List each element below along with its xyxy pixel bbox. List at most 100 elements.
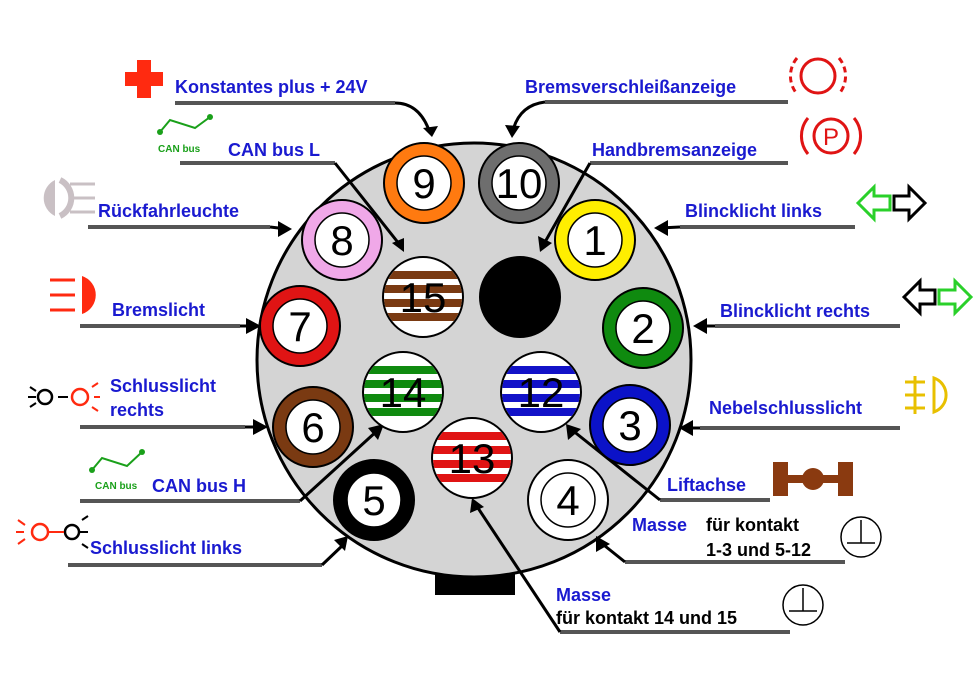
pin-3: 3: [589, 384, 671, 466]
brake-wear-icon: [789, 57, 847, 95]
pin-12-stripe: [502, 408, 580, 416]
ground-icon-1: [840, 516, 882, 558]
label-schlusslicht-rechts-line2: rechts: [110, 400, 164, 420]
pin-13-stripe: [433, 432, 511, 440]
tail-light-left-icon: [16, 515, 89, 549]
pin-11-number: 11: [498, 274, 542, 321]
pin-6: 6: [272, 386, 354, 468]
pin-12: 12: [500, 351, 582, 433]
pin-12-number: 12: [518, 369, 565, 416]
pin-3-number: 3: [618, 402, 641, 449]
handbrake-icon: [800, 117, 862, 155]
pin-14-stripe: [364, 394, 442, 402]
tail-light-right-icon: [28, 382, 100, 412]
can-bus-h-small-text: CAN bus: [95, 481, 138, 492]
brake-light-icon: [50, 276, 96, 314]
label-rueckfahrleuchte: Rückfahrleuchte: [98, 201, 239, 221]
pin-12-stripe: [502, 380, 580, 388]
label-masse-2-detail: für kontakt 14 und 15: [556, 608, 737, 628]
label-masse-2: Masse: [556, 585, 611, 605]
pin-4-inner: [540, 472, 596, 528]
can-bus-h-icon: [89, 449, 145, 473]
pin-15-stripe: [384, 299, 462, 307]
pin-4-number: 4: [556, 477, 579, 524]
label-bremslicht: Bremslicht: [112, 300, 205, 320]
pin-2: 2: [602, 287, 684, 369]
pin-6-inner: [285, 399, 341, 455]
label-handbremse: Handbremsanzeige: [592, 140, 757, 160]
pin-14-stripe: [364, 380, 442, 388]
label-konstantes-plus: Konstantes plus + 24V: [175, 77, 368, 97]
fog-light-icon: [905, 375, 948, 415]
pin-12-stripe: [502, 394, 580, 402]
label-schlusslicht-rechts-line1: Schlusslicht: [110, 376, 216, 396]
reverse-light-icon: [43, 177, 95, 219]
turn-left-icon: [855, 183, 928, 223]
label-masse-1-detail-a: für kontakt: [706, 515, 799, 535]
pin-9-number: 9: [412, 160, 435, 207]
pin-5-number: 5: [362, 477, 385, 524]
pin-10: 10: [478, 142, 560, 224]
pin-8-number: 8: [330, 217, 353, 264]
pin-5: 5: [333, 459, 415, 541]
label-masse-1-detail-b: 1-3 und 5-12: [706, 540, 811, 560]
pin-13-number: 13: [449, 435, 496, 482]
pin-13-stripe: [433, 460, 511, 468]
pin-1: 1: [554, 199, 636, 281]
pin-15: 15: [382, 256, 464, 338]
handbrake-p-letter: P: [823, 124, 839, 151]
pin-9-inner: [396, 155, 452, 211]
pin-8: 8: [301, 199, 383, 281]
pin-14-stripe: [364, 408, 442, 416]
pin-12-stripe: [502, 366, 580, 374]
pin-13-stripe: [433, 446, 511, 454]
pin-4: 4: [527, 459, 609, 541]
can-bus-l-small-text: CAN bus: [158, 144, 201, 155]
pin-15-stripe: [384, 285, 462, 293]
pin-14: 14: [362, 351, 444, 433]
pin-8-inner: [314, 212, 370, 268]
label-masse-1: Masse: [632, 515, 687, 535]
pin-3-inner: [602, 397, 658, 453]
pin-5-inner: [346, 472, 402, 528]
pin-13-stripe: [433, 474, 511, 482]
pin-11-stripe: [481, 285, 559, 293]
pin-9: 9: [383, 142, 465, 224]
label-schlusslicht-links: Schlusslicht links: [90, 538, 242, 558]
label-bremsverschleiss: Bremsverschleißanzeige: [525, 77, 736, 97]
pin-14-stripe: [364, 366, 442, 374]
pin-15-stripe: [384, 271, 462, 279]
label-can-bus-h: CAN bus H: [152, 476, 246, 496]
pin-1-number: 1: [583, 217, 606, 264]
pin-11-stripe: [481, 271, 559, 279]
pin-10-number: 10: [496, 160, 543, 207]
label-can-bus-l: CAN bus L: [228, 140, 320, 160]
pin-7-number: 7: [288, 303, 311, 350]
connector-lines: [68, 100, 900, 634]
label-blinker-rechts: Blincklicht rechts: [720, 301, 870, 321]
label-blinker-links: Blincklicht links: [685, 201, 822, 221]
pin-1-inner: [567, 212, 623, 268]
pin-7-inner: [272, 298, 328, 354]
plus-icon: [125, 60, 163, 98]
lift-axle-icon: [773, 462, 853, 496]
pin-11-stripe: [481, 313, 559, 321]
pin-15-stripe: [384, 313, 462, 321]
pin-7: 7: [259, 285, 341, 367]
pin-11: 11: [479, 256, 561, 338]
can-bus-l-icon: [157, 114, 213, 135]
pin-2-number: 2: [631, 305, 654, 352]
label-liftachse: Liftachse: [667, 475, 746, 495]
pin-6-number: 6: [301, 404, 324, 451]
pin-13: 13: [431, 417, 513, 499]
pin-14-number: 14: [380, 369, 427, 416]
ground-icon-2: [782, 584, 824, 626]
pin-10-inner: [491, 155, 547, 211]
label-nebelschluss: Nebelschlusslicht: [709, 398, 862, 418]
pin-11-stripe: [481, 299, 559, 307]
pin-2-inner: [615, 300, 671, 356]
pin-15-number: 15: [400, 274, 447, 321]
turn-right-icon: [901, 277, 974, 317]
